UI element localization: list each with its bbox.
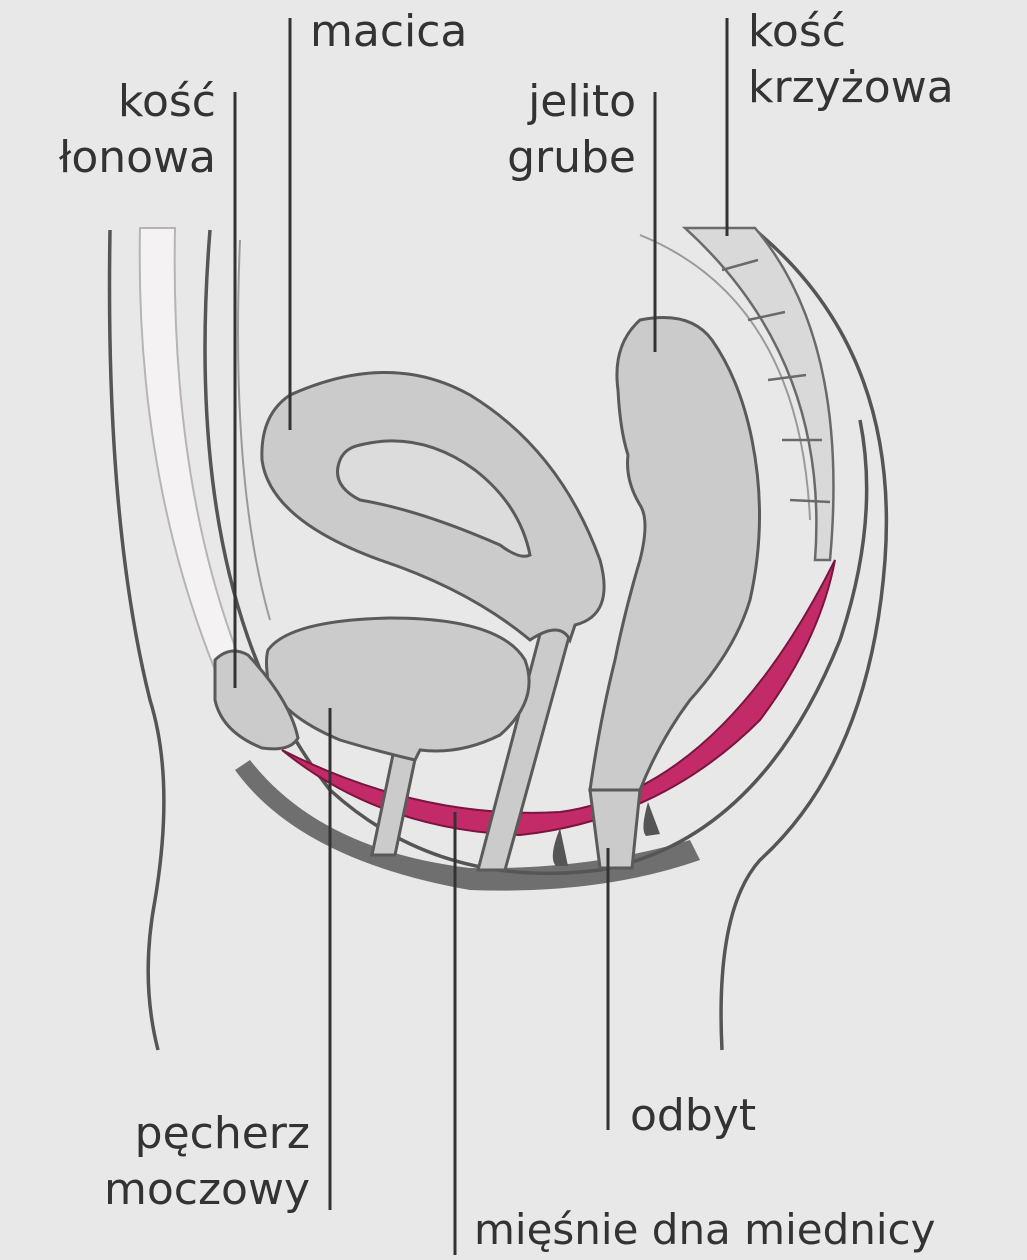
label-anus-text: odbyt — [630, 1090, 756, 1141]
label-pelvic-floor-text: mięśnie dna miednicy — [474, 1205, 935, 1254]
sphincter-mark-left — [553, 828, 568, 866]
label-pubic-bone-line2: łonowa — [20, 130, 216, 186]
anal-canal — [590, 790, 640, 868]
label-large-intestine-line2: grube — [470, 130, 636, 186]
label-bladder-line2: moczowy — [60, 1162, 310, 1218]
pubic-ramus — [140, 228, 240, 670]
label-large-intestine: jelito grube — [470, 74, 636, 186]
label-large-intestine-line1: jelito — [470, 74, 636, 130]
label-anus: odbyt — [630, 1088, 756, 1144]
label-sacrum-line1: kość — [748, 4, 954, 60]
label-sacrum: kość krzyżowa — [748, 4, 954, 116]
label-pubic-bone: kość łonowa — [20, 74, 216, 186]
label-pubic-bone-line1: kość — [20, 74, 216, 130]
label-uterus-text: macica — [310, 6, 467, 57]
label-bladder: pęcherz moczowy — [60, 1106, 310, 1218]
label-bladder-line1: pęcherz — [60, 1106, 310, 1162]
label-pelvic-floor: mięśnie dna miednicy — [474, 1202, 935, 1258]
bladder — [267, 618, 530, 760]
label-uterus: macica — [310, 4, 467, 60]
sphincter-mark-right — [643, 802, 660, 836]
label-sacrum-line2: krzyżowa — [748, 60, 954, 116]
